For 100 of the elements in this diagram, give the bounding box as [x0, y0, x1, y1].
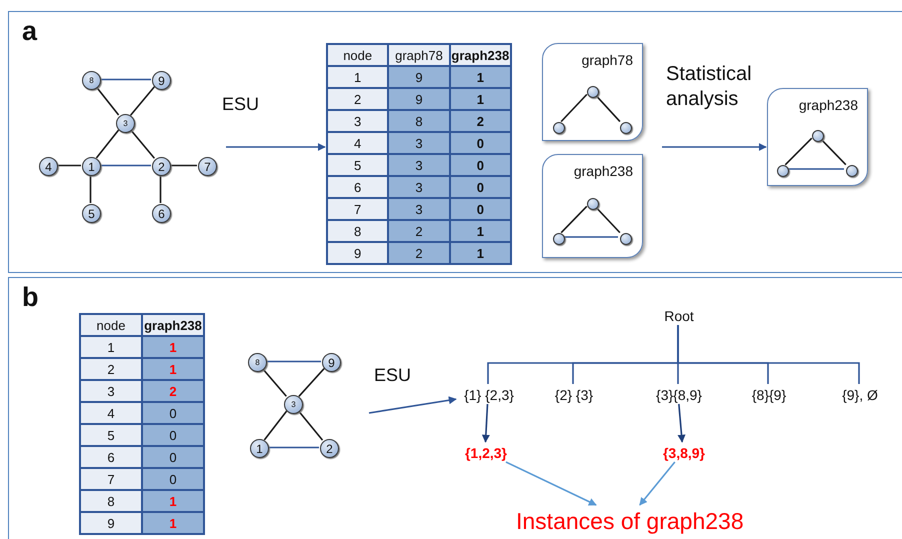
graph-vertex: 6 — [152, 204, 171, 223]
arrow — [482, 404, 490, 443]
table-cell: 4 — [327, 132, 388, 154]
tree-node-label: {9}, Ø — [835, 385, 885, 405]
motif-card — [542, 43, 643, 141]
tree-node-label: {8}{9} — [746, 385, 792, 405]
graph-vertex — [587, 198, 599, 210]
graph-edge — [262, 368, 287, 397]
table-cell: 1 — [142, 336, 204, 358]
graph-edge — [594, 206, 620, 234]
table-cell: 2 — [80, 358, 142, 380]
table-cell: 3 — [80, 380, 142, 402]
tree-node-label: {1,2,3} — [459, 443, 513, 463]
table-cell: 2 — [388, 220, 450, 242]
table-cell: 0 — [142, 402, 204, 424]
tree-node-label: {1} {2,3} — [457, 385, 521, 405]
motif-card — [542, 154, 643, 258]
graph-vertex: 4 — [39, 157, 58, 176]
graph-vertex: 3 — [284, 395, 303, 414]
tree-node-label: Root — [659, 306, 699, 326]
graph-edge — [96, 86, 120, 116]
panel-frame — [8, 11, 902, 273]
graph-edge — [268, 446, 319, 448]
graph-vertex: 5 — [82, 204, 101, 223]
table-cell: 6 — [327, 176, 388, 198]
table-cell: 9 — [327, 242, 388, 264]
table-cell: 3 — [388, 132, 450, 154]
table-cell: 7 — [327, 198, 388, 220]
graph-edge — [677, 325, 860, 384]
edge-label: ESU — [374, 364, 412, 386]
panel-letter: a — [22, 16, 38, 47]
graph-vertex: 2 — [152, 157, 171, 176]
table-cell: node — [80, 314, 142, 336]
motif-card — [767, 88, 868, 186]
motif-name: graph238 — [574, 163, 633, 179]
table-cell: 1 — [142, 490, 204, 512]
result-label: Instances of graph238 — [516, 506, 744, 536]
graph-edge — [594, 94, 621, 122]
table-cell: 1 — [327, 66, 388, 88]
table-cell: 0 — [142, 468, 204, 490]
graph-edge — [563, 236, 618, 238]
graph-edge — [298, 368, 325, 397]
graph-vertex — [620, 233, 632, 245]
motif-name: graph78 — [582, 52, 633, 68]
data-table — [326, 43, 512, 265]
graph-edge — [130, 129, 156, 159]
table-cell: 8 — [327, 220, 388, 242]
graph-vertex: 7 — [198, 157, 217, 176]
tree-node-label: {2} {3} — [546, 385, 602, 405]
table-cell: 9 — [80, 512, 142, 534]
edge-label: Statistical analysis — [666, 62, 753, 112]
table-cell: node — [327, 44, 388, 66]
table-cell: 2 — [388, 242, 450, 264]
panel-letter: b — [22, 282, 38, 313]
graph-edge — [170, 164, 197, 166]
graph-vertex: 1 — [82, 157, 101, 176]
graph-vertex — [553, 233, 565, 245]
table-cell: 8 — [80, 490, 142, 512]
graph-vertex — [777, 165, 789, 177]
table-cell: 0 — [142, 424, 204, 446]
arrow — [226, 143, 326, 151]
graph-vertex — [587, 86, 599, 98]
table-cell: 9 — [388, 66, 450, 88]
graph-vertex — [846, 165, 858, 177]
graph-vertex: 9 — [322, 353, 341, 372]
graph-edge — [96, 129, 120, 159]
graph-vertex: 8 — [248, 353, 267, 372]
table-cell: 1 — [142, 358, 204, 380]
table-cell: 0 — [450, 132, 511, 154]
table-cell: 7 — [80, 468, 142, 490]
table-cell: 5 — [327, 154, 388, 176]
graph-vertex: 3 — [116, 114, 135, 133]
graph-vertex: 8 — [82, 71, 101, 90]
table-cell: 9 — [388, 88, 450, 110]
graph-edge — [820, 138, 846, 166]
table-cell: 0 — [142, 446, 204, 468]
arrow — [368, 396, 457, 414]
graph-edge — [100, 78, 151, 80]
table-cell: 1 — [142, 512, 204, 534]
arrow — [662, 143, 767, 151]
graph-edge — [160, 175, 162, 203]
arrow — [506, 461, 597, 506]
table-cell: 1 — [450, 220, 511, 242]
table-cell: 6 — [80, 446, 142, 468]
graph-vertex — [553, 122, 565, 134]
table-cell: graph78 — [388, 44, 450, 66]
graph-vertex — [812, 130, 824, 142]
table-cell: graph238 — [142, 314, 204, 336]
data-table — [79, 313, 205, 535]
arrow — [639, 462, 676, 506]
table-cell: 1 — [450, 66, 511, 88]
graph-vertex: 1 — [250, 439, 269, 458]
table-cell: 1 — [450, 242, 511, 264]
table-cell: graph238 — [450, 44, 511, 66]
graph-edge — [560, 206, 588, 234]
graph-edge — [298, 410, 324, 441]
graph-edge — [130, 86, 156, 116]
graph-edge — [57, 164, 81, 166]
table-cell: 3 — [327, 110, 388, 132]
table-cell: 3 — [388, 176, 450, 198]
